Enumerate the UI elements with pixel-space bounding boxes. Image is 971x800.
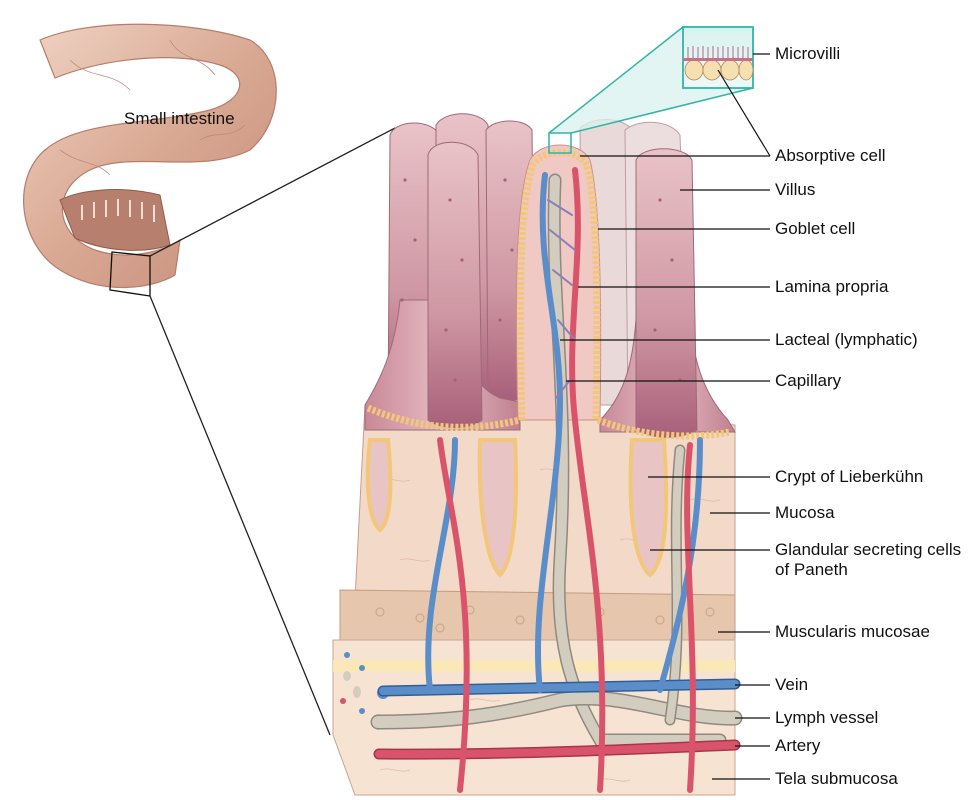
label-absorptive-cell: Absorptive cell [775, 146, 886, 166]
label-microvilli: Microvilli [775, 44, 840, 64]
label-villus: Villus [775, 180, 815, 200]
label-lymph-vessel: Lymph vessel [775, 708, 878, 728]
label-crypt: Crypt of Lieberkühn [775, 467, 923, 487]
label-goblet-cell: Goblet cell [775, 219, 855, 239]
label-tela-submucosa: Tela submucosa [775, 769, 898, 789]
small-intestine-label: Small intestine [124, 109, 235, 128]
label-muscularis: Muscularis mucosae [775, 622, 930, 642]
label-mucosa: Mucosa [775, 503, 835, 523]
label-capillary: Capillary [775, 371, 841, 391]
label-vein: Vein [775, 675, 808, 695]
label-paneth: Glandular secreting cells of Paneth [775, 540, 965, 580]
label-lamina-propria: Lamina propria [775, 277, 888, 297]
label-lacteal: Lacteal (lymphatic) [775, 330, 918, 350]
small-intestine-illustration: Small intestine [24, 24, 277, 296]
label-artery: Artery [775, 736, 820, 756]
